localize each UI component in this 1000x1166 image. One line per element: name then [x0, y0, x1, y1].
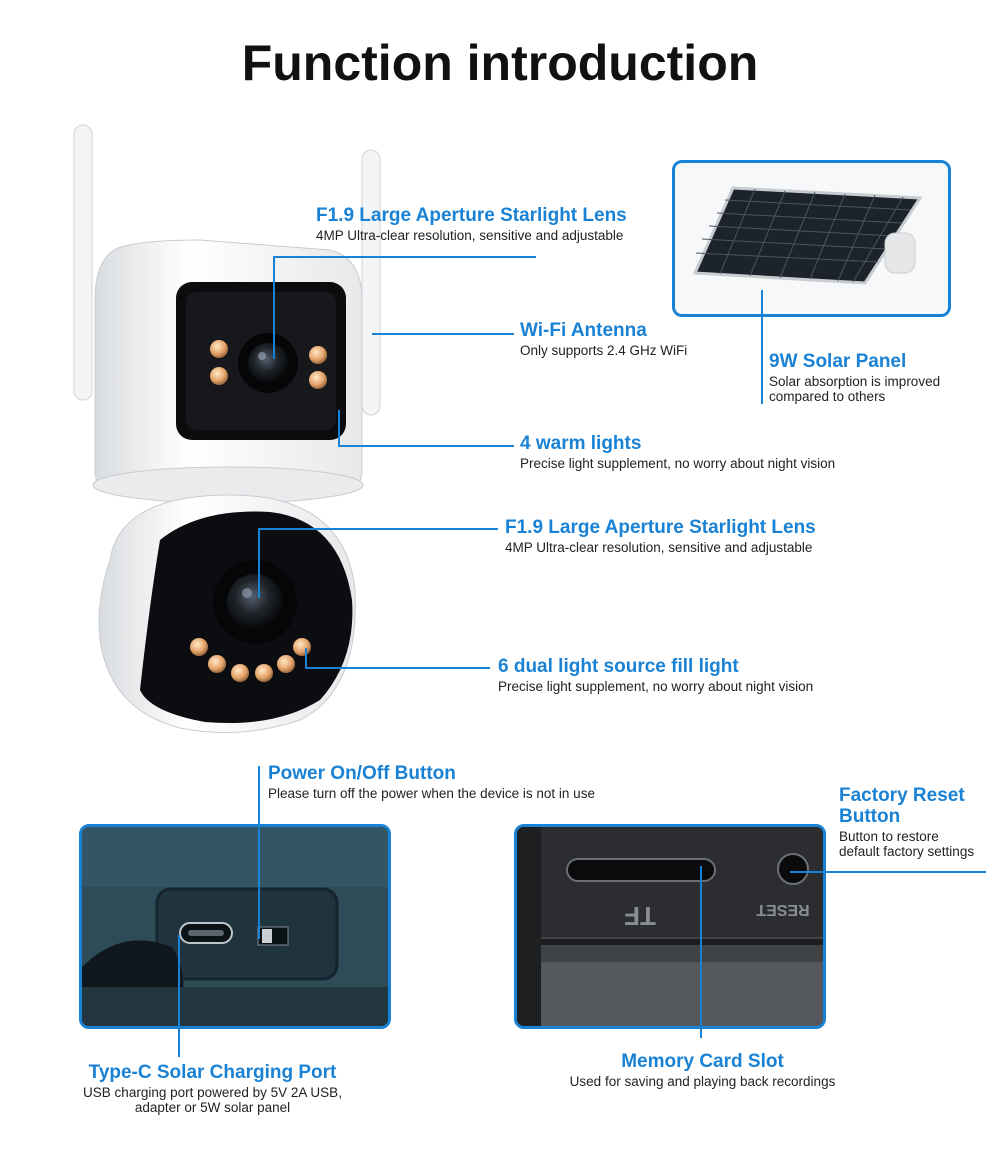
callout-description: Please turn off the power when the devic… [268, 786, 595, 801]
callout-title: Factory Reset [839, 785, 965, 806]
connector-line [790, 871, 986, 873]
callout-description: 4MP Ultra-clear resolution, sensitive an… [505, 540, 813, 555]
callout-description: Used for saving and playing back recordi… [569, 1074, 836, 1089]
connector-line [178, 935, 180, 1057]
connector-line [338, 445, 514, 447]
connector-line [700, 866, 702, 1038]
connector-line [258, 766, 260, 939]
callout-description: USB charging port powered by 5V 2A USB, [83, 1085, 342, 1100]
charging-port-image [82, 827, 388, 1026]
memory-card-photo: TF RESET [514, 824, 826, 1029]
callout-description: 4MP Ultra-clear resolution, sensitive an… [316, 228, 624, 243]
tf-mark: TF [624, 901, 656, 931]
reset-mark: RESET [756, 901, 810, 918]
callout-description: Precise light supplement, no worry about… [498, 679, 814, 694]
callout-description: compared to others [769, 389, 886, 404]
callout-description: Button to restore [839, 829, 939, 844]
callout-title: 4 warm lights [520, 433, 642, 454]
memory-card-image: TF RESET [517, 827, 823, 1026]
callout-solar-panel: 9W Solar Panel Solar absorption is impro… [769, 351, 940, 404]
callout-title: F1.9 Large Aperture Starlight Lens [316, 205, 627, 226]
callout-fill-light: 6 dual light source fill light Precise l… [498, 656, 813, 694]
callout-description: Solar absorption is improved [769, 374, 941, 389]
connector-line [273, 256, 536, 258]
callout-type-c-port: Type-C Solar Charging Port USB charging … [60, 1062, 365, 1115]
callout-factory-reset: Factory Reset Button Button to restore d… [839, 785, 974, 859]
callout-description: default factory settings [839, 844, 975, 859]
callout-title: Power On/Off Button [268, 763, 456, 784]
connector-line [258, 528, 260, 598]
callout-wifi-antenna: Wi-Fi Antenna Only supports 2.4 GHz WiFi [520, 320, 687, 358]
callout-title: Type-C Solar Charging Port [88, 1062, 337, 1083]
connector-line [338, 410, 340, 446]
callout-title: Memory Card Slot [621, 1051, 784, 1072]
connector-line [273, 256, 275, 359]
connector-line [258, 528, 498, 530]
callout-description: Precise light supplement, no worry about… [520, 456, 836, 471]
callout-description: adapter or 5W solar panel [134, 1100, 291, 1115]
callout-title: 6 dual light source fill light [498, 656, 739, 677]
callout-warm-lights: 4 warm lights Precise light supplement, … [520, 433, 835, 471]
callout-title: 9W Solar Panel [769, 351, 907, 372]
solar-panel-photo [672, 160, 951, 317]
callout-memory-card: Memory Card Slot Used for saving and pla… [540, 1051, 865, 1089]
connector-line [761, 290, 763, 404]
connector-line [305, 667, 490, 669]
connector-line [305, 648, 307, 668]
connector-line [372, 333, 514, 335]
callout-title: F1.9 Large Aperture Starlight Lens [505, 517, 816, 538]
callout-description: Only supports 2.4 GHz WiFi [520, 343, 688, 358]
callout-lens-bottom: F1.9 Large Aperture Starlight Lens 4MP U… [505, 517, 816, 555]
page-title: Function introduction [241, 35, 759, 91]
callout-title: Button [839, 806, 901, 827]
camera-illustration [73, 124, 381, 733]
callout-lens-top: F1.9 Large Aperture Starlight Lens 4MP U… [316, 205, 627, 243]
callout-power-button: Power On/Off Button Please turn off the … [268, 763, 595, 801]
charging-port-photo [79, 824, 391, 1029]
solar-panel-image [692, 186, 923, 285]
callout-title: Wi-Fi Antenna [520, 320, 647, 341]
